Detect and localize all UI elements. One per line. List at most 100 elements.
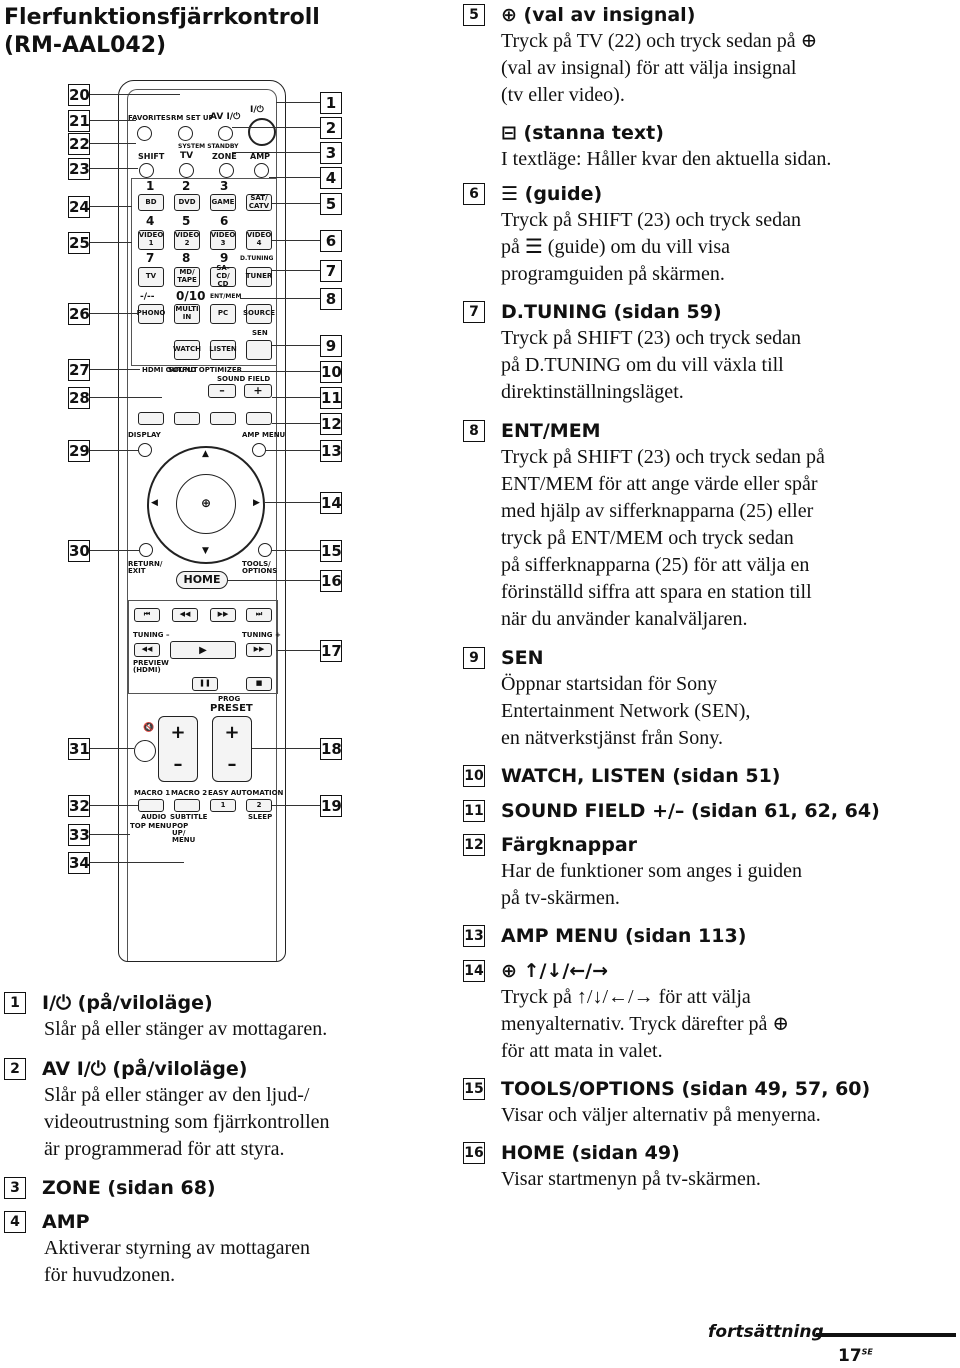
digit-2: 2 [182,179,191,193]
callout-14: 14 [320,492,342,514]
callout-27: 27 [68,359,90,381]
digit-dash: -/-- [140,292,155,302]
shift-button [139,163,154,178]
callout-30: 30 [68,540,90,562]
bd-button: BD [138,194,164,211]
zone-button [219,163,234,178]
callout-34: 34 [68,852,90,874]
system-standby-label: SYSTEM STANDBY [178,143,239,150]
automation-1-button: 1 [210,799,236,812]
arrow-down-icon: ▼ [202,546,209,556]
preset-label: PRESET [210,703,253,714]
top-menu-label: TOP MENU [130,822,172,830]
tuner-button: TUNER [246,267,272,287]
callout-4: 4 [320,167,342,189]
callout-7: 7 [320,260,342,282]
callout-23: 23 [68,158,90,180]
next-track-button: ⏭ [246,608,272,622]
entry-number: 1 [4,992,26,1014]
callout-1: 1 [320,92,342,114]
muting-icon: 🔇 [143,723,155,733]
arrow-up-icon: ▲ [202,449,209,459]
fast-forward-button: ▶▶ [246,643,272,657]
video3-button: VIDEO 3 [210,230,236,250]
entry-heading: AMP [42,1211,90,1233]
muting-button [134,740,156,762]
play-button: ▶ [170,641,236,659]
digit-9: 9 [220,251,229,265]
callout-20: 20 [68,84,90,106]
preset-rocker: +– [212,716,252,782]
digit-1: 1 [146,179,155,193]
ent-mem-label: ENT/MEM [210,293,242,300]
phono-button: PHONO [137,304,165,324]
return-button [139,543,153,557]
pc-button: PC [210,304,236,324]
stop-button: ■ [246,677,272,691]
callout-22: 22 [68,133,90,155]
video2-button: VIDEO 2 [174,230,200,250]
callout-10: 10 [320,361,342,383]
sa-cd-button: SA-CD/ CD [210,265,236,288]
av-power-label: AV I/⏻ [210,112,241,122]
sleep-label: SLEEP [248,813,273,821]
easy-automation-label: EASY AUTOMATION [208,789,284,797]
callout-8: 8 [320,288,342,310]
rewind-step-button: ◀◀ [172,608,198,622]
color-button-blue [246,412,272,425]
enter-button [176,474,236,534]
digit-7: 7 [146,251,155,265]
home-button: HOME [176,571,228,589]
sound-field-plus-button: + [244,384,272,398]
source-button: SOURCE [243,304,275,324]
macro1-label: MACRO 1 [134,789,171,797]
entry-number: 3 [4,1177,26,1199]
callout-21: 21 [68,110,90,132]
entry-14: 14⊕ ↑/↓/←/→ Tryck på ↑/↓/←/→ för att väl… [463,960,790,1062]
tv-mode-label: TV [180,151,194,161]
amp-menu-label: AMP MENU [242,431,286,439]
favorites-button [137,126,152,141]
entry-stop-text: ⊟ (stanna text) I textläge: Håller kvar … [501,122,832,170]
page-title: Flerfunktionsfjärrkontroll (RM-AAL042) [4,4,320,60]
arrow-left-icon: ◀ [151,498,158,508]
forward-step-button: ▶▶ [210,608,236,622]
callout-15: 15 [320,540,342,562]
digit-8: 8 [182,251,191,265]
tv-button [179,163,194,178]
game-button: GAME [210,194,236,211]
rewind-button: ◀◀ [134,643,160,657]
amp-menu-button [252,443,266,457]
callout-32: 32 [68,795,90,817]
tools-button [258,543,272,557]
rm-set-up-label: RM SET UP [171,114,214,122]
entry-heading: ZONE (sidan 68) [42,1177,216,1199]
digit-0-10: 0/10 [176,289,206,303]
callout-11: 11 [320,387,342,409]
callout-5: 5 [320,193,342,215]
d-tuning-label: D.TUNING [240,255,274,262]
tuning-plus-label: TUNING + [242,631,281,639]
prev-track-button: ⏮ [134,608,160,622]
callout-25: 25 [68,232,90,254]
callout-17: 17 [320,640,342,662]
power-button [248,118,276,146]
entry-heading: AV I/⏻ (på/viloläge) [42,1058,248,1080]
callout-12: 12 [320,413,342,435]
callout-19: 19 [320,795,342,817]
entry-5: 5⊕ (val av insignal) Tryck på TV (22) oc… [463,2,817,109]
prog-label: PROG [218,695,241,703]
digit-4: 4 [146,214,155,228]
callout-2: 2 [320,117,342,139]
callout-9: 9 [320,335,342,357]
amp-button [254,163,269,178]
callout-29: 29 [68,440,90,462]
multi-in-button: MULTI IN [174,304,200,324]
continuation-arrow [816,1333,956,1337]
macro2-button [174,799,200,812]
